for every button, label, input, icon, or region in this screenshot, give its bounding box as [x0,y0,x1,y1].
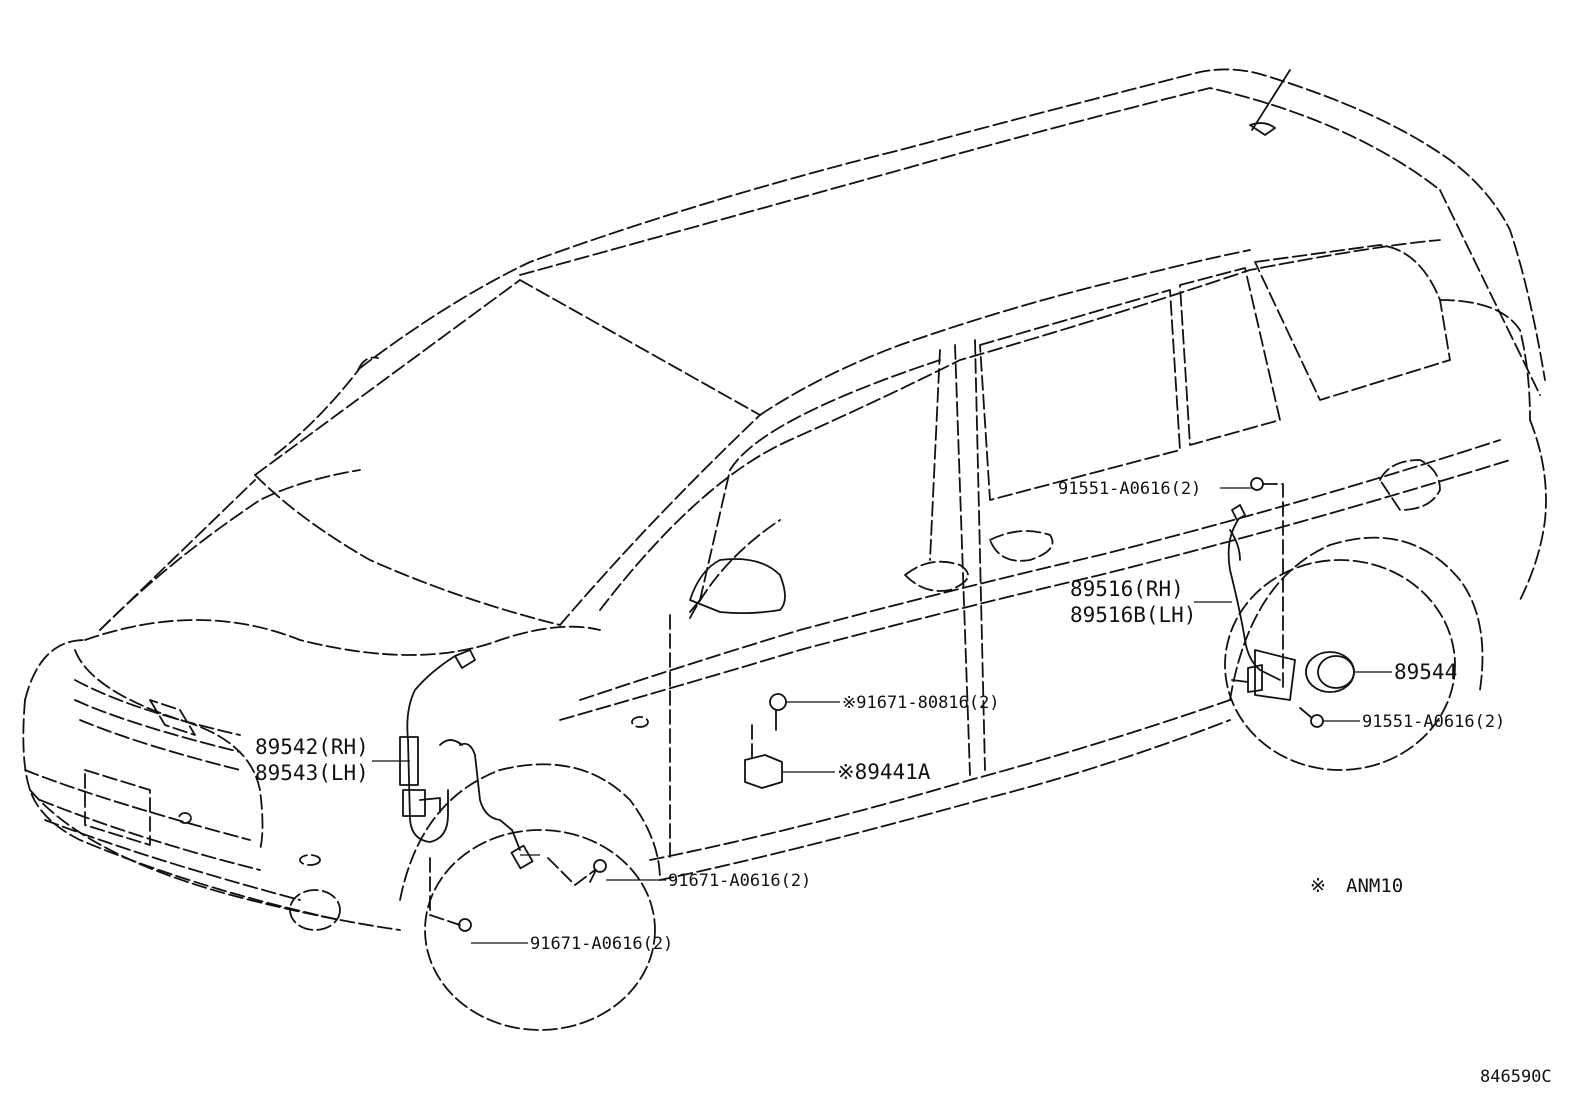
label-91551-a0616-upper: 91551-A0616(2) [1058,479,1201,499]
vehicle-outline [22,68,1547,1031]
label-91671-a0616-front-upper: 91671-A0616(2) [668,871,811,891]
label-89516: 89516(RH) [1070,577,1184,601]
label-89516b: 89516B(LH) [1070,603,1196,627]
yaw-rate-sensor [744,693,787,789]
label-89542: 89542(RH) [255,735,369,759]
rear-speed-sensor-harness [1227,477,1355,728]
figure-code: 846590C [1480,1067,1552,1087]
label-91671-80816: ※91671-80816(2) [842,693,1000,713]
note-mark: ※ [1310,875,1326,897]
label-89543: 89543(LH) [255,761,369,785]
label-91671-a0616-front-lower: 91671-A0616(2) [530,934,673,954]
label-91551-a0616-lower: 91551-A0616(2) [1362,712,1505,732]
label-89441a: ※89441A [837,760,931,784]
part-labels: 89542(RH) 89543(LH) 91671-A0616(2) 91671… [255,479,1552,1087]
label-89544: 89544 [1394,660,1457,684]
note-model: ANM10 [1346,875,1403,897]
front-speed-sensor-harness [399,649,607,932]
leader-lines [372,487,1392,944]
